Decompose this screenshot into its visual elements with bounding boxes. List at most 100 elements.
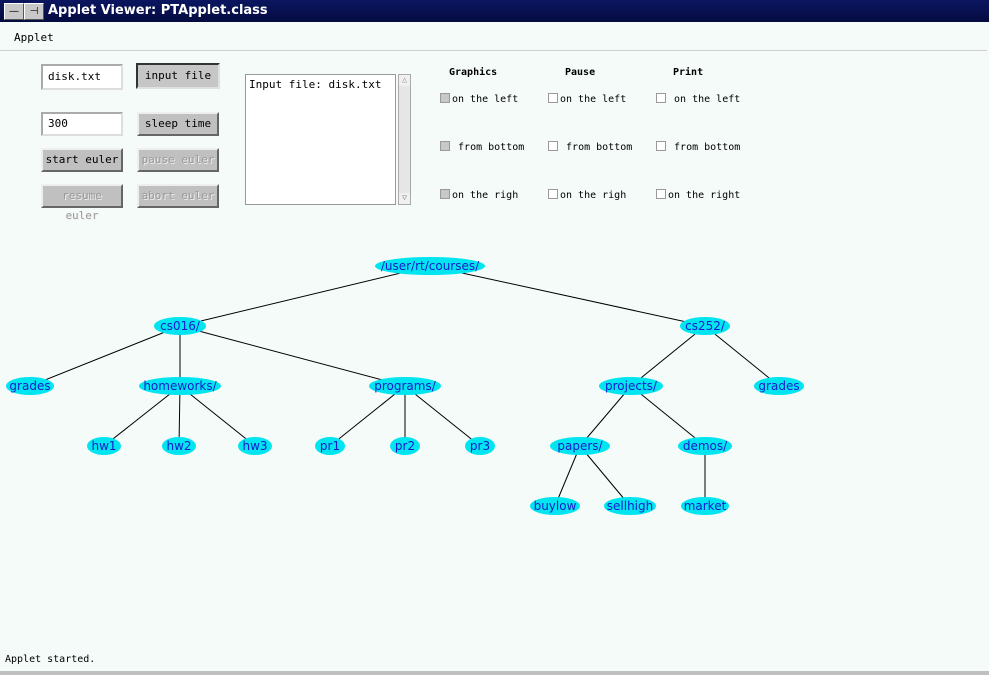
checkbox-icon	[440, 93, 450, 103]
window-menu-icon[interactable]: ⊣	[24, 3, 44, 20]
graphics-left-checkbox[interactable]: on the left	[440, 93, 518, 105]
pause-euler-button: pause euler	[137, 148, 219, 172]
tree-edge	[630, 325, 706, 387]
pause-header: Pause	[565, 67, 596, 78]
tree-node-label: demos/	[683, 439, 728, 453]
tree-node-pr2: pr2	[390, 437, 420, 455]
tree-edge	[178, 385, 181, 447]
tree-node-ellipse	[6, 377, 54, 395]
print-left-checkbox[interactable]: on the left	[656, 93, 740, 105]
tree-node-label: sellhigh	[607, 499, 653, 513]
tree-node-label: hw2	[166, 439, 191, 453]
bottom-border	[0, 671, 989, 675]
tree-node-ellipse	[162, 437, 196, 455]
tree-node-label: homeworks/	[143, 379, 217, 393]
tree-node-papers: papers/	[550, 437, 610, 455]
checkbox-icon	[656, 141, 666, 151]
tree-node-grades2: grades	[754, 377, 804, 395]
tree-node-ellipse	[139, 377, 221, 395]
tree-node-ellipse	[599, 377, 663, 395]
tree-edge	[179, 385, 256, 447]
tree-node-label: hw1	[91, 439, 116, 453]
tree-node-label: pr2	[395, 439, 415, 453]
tree-node-buylow: buylow	[530, 497, 580, 515]
tree-node-ellipse	[678, 437, 732, 455]
tree-edge	[103, 385, 181, 447]
tree-node-hw2: hw2	[162, 437, 196, 455]
tree-node-demos: demos/	[678, 437, 732, 455]
tree-node-ellipse	[681, 497, 729, 515]
status-text: Applet started.	[5, 654, 96, 665]
graphics-bottom-checkbox[interactable]: from bottom	[440, 141, 524, 153]
tree-node-hw1: hw1	[87, 437, 121, 455]
tree-node-label: grades	[9, 379, 50, 393]
minimize-icon[interactable]: —	[4, 3, 24, 20]
menu-applet[interactable]: Applet	[14, 31, 54, 44]
tree-edge	[579, 385, 632, 447]
print-header: Print	[673, 67, 704, 78]
title-bar: — ⊣ Applet Viewer: PTApplet.class	[0, 0, 989, 22]
tree-node-sellhigh: sellhigh	[604, 497, 656, 515]
tree-edge	[404, 385, 481, 447]
pause-right-checkbox[interactable]: on the righ	[548, 189, 626, 201]
tree-node-label: pr3	[470, 439, 490, 453]
print-right-checkbox[interactable]: on the right	[656, 189, 740, 201]
tree-node-label: projects/	[605, 379, 658, 393]
filename-input[interactable]: disk.txt	[41, 64, 123, 90]
tree-node-pr1: pr1	[315, 437, 345, 455]
tree-node-ellipse	[465, 437, 495, 455]
output-textarea[interactable]: Input file: disk.txt	[245, 74, 396, 205]
tree-node-cs016: cs016/	[154, 317, 206, 335]
tree-node-label: cs016/	[160, 319, 201, 333]
checkbox-icon	[548, 141, 558, 151]
tree-node-label: /user/rt/courses/	[381, 259, 480, 273]
tree-node-ellipse	[754, 377, 804, 395]
start-euler-button[interactable]: start euler	[41, 148, 123, 172]
checkbox-icon	[548, 93, 558, 103]
tree-node-ellipse	[530, 497, 580, 515]
tree-edge	[179, 265, 431, 327]
tree-node-pr3: pr3	[465, 437, 495, 455]
tree-edge	[429, 265, 706, 327]
tree-edge	[179, 325, 406, 387]
tree-node-cs252: cs252/	[680, 317, 730, 335]
sleep-time-button[interactable]: sleep time	[137, 112, 219, 136]
tree-node-label: cs252/	[685, 319, 726, 333]
checkbox-icon	[440, 141, 450, 151]
tree-node-ellipse	[87, 437, 121, 455]
scroll-down-icon[interactable]: ▽	[399, 193, 410, 204]
tree-edge	[704, 325, 780, 387]
tree-node-ellipse	[550, 437, 610, 455]
tree-node-market: market	[681, 497, 729, 515]
tree-edge	[554, 445, 581, 507]
input-file-button[interactable]: input file	[136, 63, 220, 89]
checkbox-icon	[548, 189, 558, 199]
tree-node-hw3: hw3	[238, 437, 272, 455]
abort-euler-button: abort euler	[137, 184, 219, 208]
sleep-input[interactable]: 300	[41, 112, 123, 136]
tree-node-label: papers/	[557, 439, 603, 453]
tree-node-grades1: grades	[6, 377, 54, 395]
tree-edge	[579, 445, 631, 507]
graphics-right-checkbox[interactable]: on the righ	[440, 189, 518, 201]
tree-node-programs: programs/	[369, 377, 441, 395]
pause-bottom-checkbox[interactable]: from bottom	[548, 141, 632, 153]
tree-edge	[29, 325, 181, 387]
scroll-up-icon[interactable]: △	[399, 75, 410, 86]
tree-node-ellipse	[315, 437, 345, 455]
tree-node-ellipse	[238, 437, 272, 455]
tree-node-ellipse	[375, 257, 485, 275]
tree-node-root: /user/rt/courses/	[375, 257, 485, 275]
checkbox-icon	[656, 93, 666, 103]
tree-edge	[630, 385, 706, 447]
menu-bar: Applet	[0, 22, 987, 51]
tree-node-label: pr1	[320, 439, 340, 453]
pause-left-checkbox[interactable]: on the left	[548, 93, 626, 105]
tree-node-ellipse	[390, 437, 420, 455]
print-bottom-checkbox[interactable]: from bottom	[656, 141, 740, 153]
textarea-scrollbar[interactable]: △ ▽	[398, 74, 411, 205]
tree-node-ellipse	[154, 317, 206, 335]
tree-node-label: market	[684, 499, 727, 513]
window-title: Applet Viewer: PTApplet.class	[48, 3, 268, 18]
tree-node-homeworks: homeworks/	[139, 377, 221, 395]
